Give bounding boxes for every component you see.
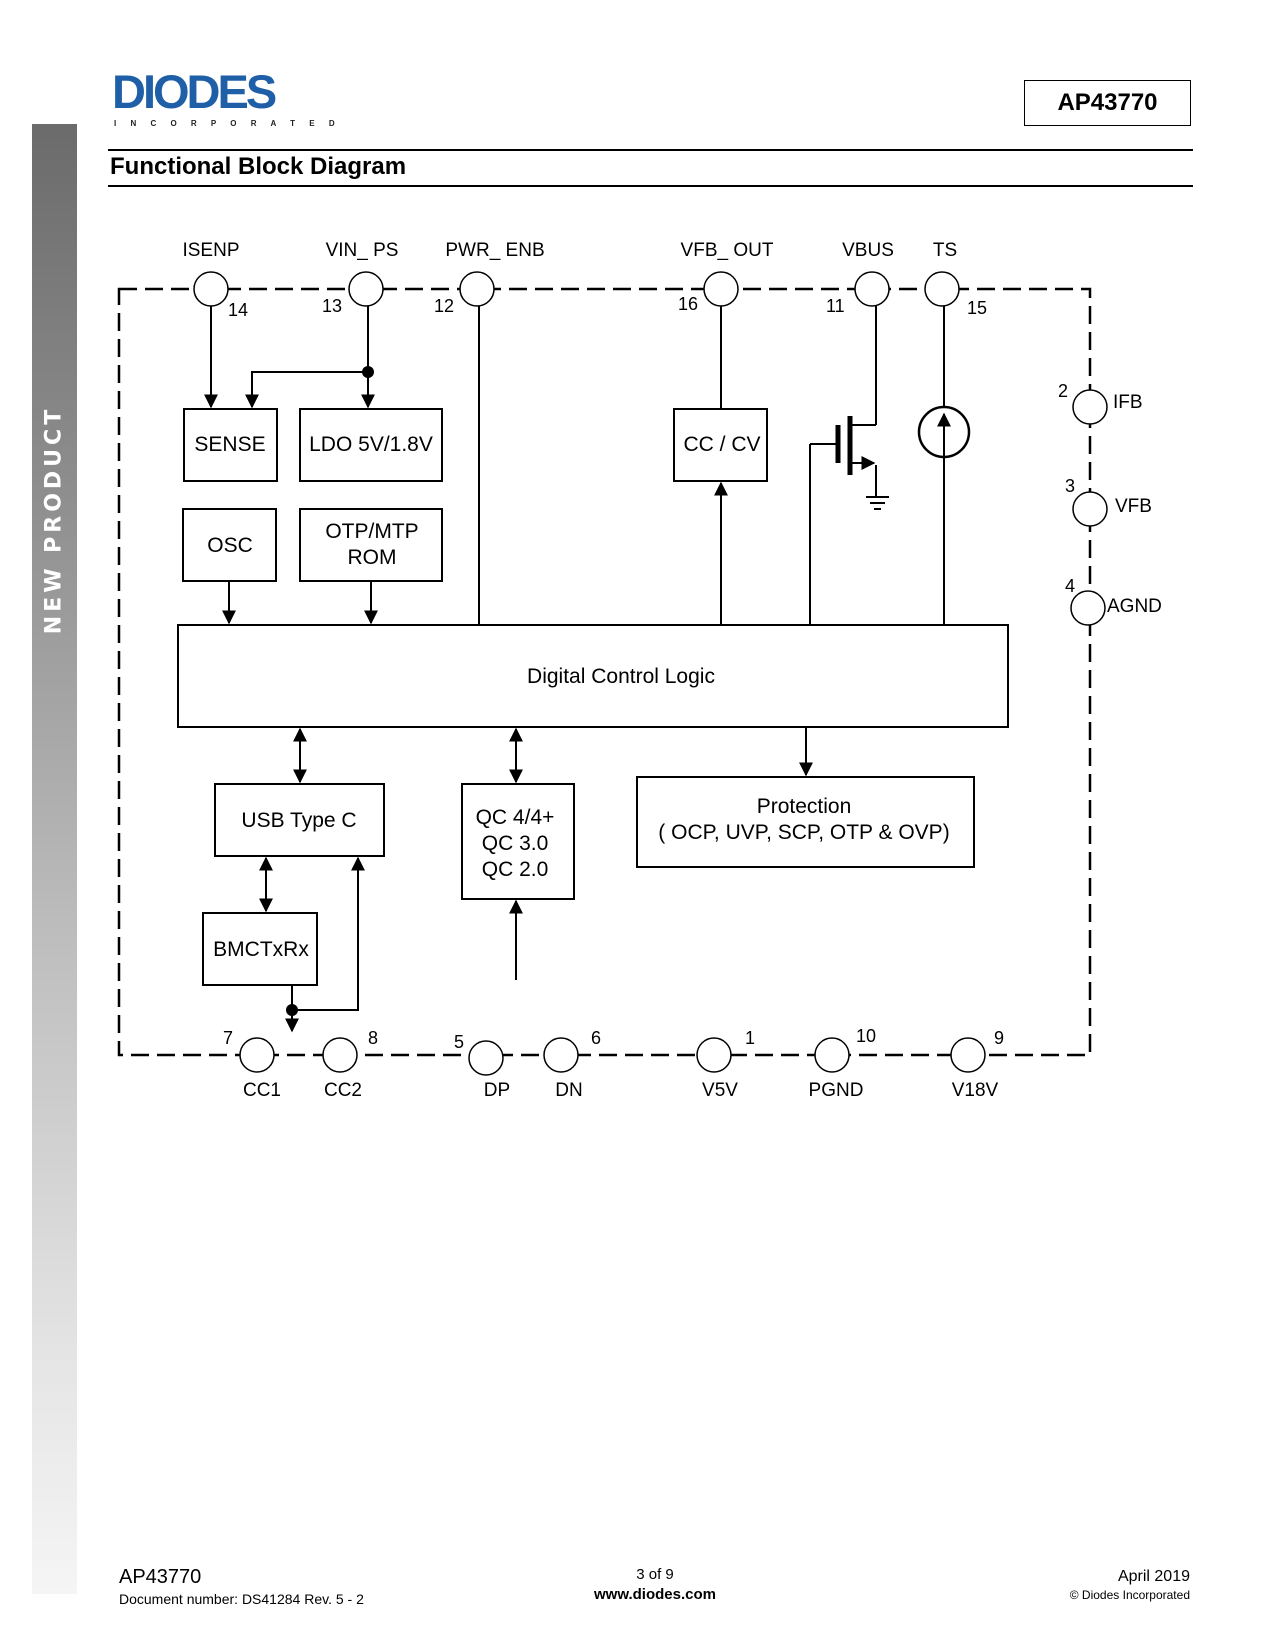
dcl-label: Digital Control Logic bbox=[527, 665, 715, 688]
pin-name: IFB bbox=[1113, 392, 1143, 413]
pin-vfb: VFB 3 bbox=[1065, 476, 1152, 527]
pin-vin-ps: VIN_ PS 13 bbox=[322, 240, 398, 316]
footer-copyright: © Diodes Incorporated bbox=[1069, 1588, 1190, 1602]
pin-number: 3 bbox=[1065, 476, 1075, 496]
protection-block bbox=[636, 776, 975, 868]
pin-name: VFB_ OUT bbox=[681, 240, 774, 261]
pin-number: 10 bbox=[856, 1026, 876, 1046]
pin-number: 15 bbox=[967, 298, 987, 318]
pin-number: 1 bbox=[745, 1028, 755, 1048]
pin-cc2: CC2 8 bbox=[322, 1028, 378, 1101]
pin-number: 9 bbox=[994, 1028, 1004, 1048]
pin-vfb-out: VFB_ OUT 16 bbox=[678, 240, 774, 314]
pin-name: DP bbox=[484, 1080, 510, 1101]
cccv-label: CC / CV bbox=[683, 433, 760, 456]
header-rule-bottom bbox=[108, 185, 1193, 187]
cccv-block bbox=[673, 408, 768, 482]
footer-doc-number: Document number: DS41284 Rev. 5 - 2 bbox=[119, 1591, 364, 1607]
footer-website-link[interactable]: www.diodes.com bbox=[594, 1586, 716, 1603]
current-source-icon bbox=[917, 405, 971, 459]
sense-label: SENSE bbox=[194, 433, 265, 456]
pin-number: 14 bbox=[228, 300, 248, 320]
ldo-label: LDO 5V/1.8V bbox=[309, 433, 433, 456]
pin-number: 2 bbox=[1058, 381, 1068, 401]
usb-label: USB Type C bbox=[241, 809, 356, 832]
footer-date: April 2019 bbox=[1117, 1568, 1190, 1585]
pin-name: CC1 bbox=[243, 1080, 281, 1101]
pin-name: VIN_ PS bbox=[326, 240, 399, 261]
usb-type-c-block bbox=[214, 783, 385, 857]
otp-label-line1: OTP/MTP bbox=[325, 520, 418, 543]
footer-left: AP43770 Document number: DS41284 Rev. 5 … bbox=[119, 1566, 364, 1607]
part-number-box: AP43770 bbox=[1024, 80, 1191, 126]
pin-name: CC2 bbox=[324, 1080, 362, 1101]
footer-center: 3 of 9 www.diodes.com bbox=[580, 1566, 730, 1603]
pin-name: V5V bbox=[702, 1080, 738, 1101]
pin-cc1: CC1 7 bbox=[223, 1028, 281, 1101]
pin-name: AGND bbox=[1107, 596, 1162, 617]
logo-wordmark: DIODES bbox=[112, 68, 276, 118]
part-number: AP43770 bbox=[1057, 89, 1158, 116]
qc-label-line3: QC 2.0 bbox=[482, 858, 549, 881]
side-banner bbox=[32, 124, 77, 1594]
qc-block bbox=[461, 783, 575, 900]
pin-ifb: IFB 2 bbox=[1058, 381, 1143, 425]
pin-name: V18V bbox=[952, 1080, 999, 1101]
pin-number: 16 bbox=[678, 294, 698, 314]
bmc-txrx-block bbox=[202, 912, 318, 986]
qc-label-line1: QC 4/4+ bbox=[476, 806, 555, 829]
osc-block bbox=[182, 508, 277, 582]
pin-dp: DP 5 bbox=[454, 1032, 510, 1101]
diodes-logo: DIODES I N C O R P O R A T E D bbox=[112, 68, 341, 128]
pin-vbus: VBUS 11 bbox=[826, 240, 894, 316]
footer-right: April 2019 © Diodes Incorporated bbox=[1070, 1568, 1190, 1602]
digital-control-logic-block bbox=[177, 624, 1009, 728]
protection-label-line2: ( OCP, UVP, SCP, OTP & OVP) bbox=[658, 821, 949, 844]
pin-dn: DN 6 bbox=[543, 1028, 601, 1101]
signal-wires bbox=[204, 306, 951, 1033]
pin-name: VBUS bbox=[842, 240, 894, 261]
pin-number: 7 bbox=[223, 1028, 233, 1048]
pin-agnd: AGND 4 bbox=[1065, 576, 1162, 626]
header-rule-top bbox=[108, 149, 1193, 151]
pin-number: 6 bbox=[591, 1028, 601, 1048]
pin-number: 8 bbox=[368, 1028, 378, 1048]
bmc-label: BMCTxRx bbox=[213, 938, 309, 961]
osc-label: OSC bbox=[207, 534, 253, 557]
pin-number: 11 bbox=[826, 296, 845, 316]
pin-name: PWR_ ENB bbox=[445, 240, 544, 261]
junction-dot bbox=[286, 1004, 298, 1016]
footer-product: AP43770 bbox=[119, 1566, 202, 1588]
pin-name: TS bbox=[933, 240, 957, 261]
pin-pwr-enb: PWR_ ENB 12 bbox=[434, 240, 545, 316]
pin-name: ISENP bbox=[182, 240, 239, 261]
protection-label-line1: Protection bbox=[757, 795, 852, 818]
logo-subtext: I N C O R P O R A T E D bbox=[114, 119, 341, 128]
ldo-block bbox=[299, 408, 443, 482]
pin-name: DN bbox=[555, 1080, 582, 1101]
otp-rom-block bbox=[299, 508, 443, 582]
otp-label-line2: ROM bbox=[348, 546, 397, 569]
pin-ts: TS 15 bbox=[924, 240, 987, 318]
pin-v18v: V18V 9 bbox=[950, 1028, 1004, 1101]
footer-page: 3 of 9 bbox=[636, 1566, 674, 1583]
pin-isenp: ISENP 14 bbox=[182, 240, 248, 320]
sense-block bbox=[183, 408, 278, 482]
pin-number: 4 bbox=[1065, 576, 1075, 596]
qc-label-line2: QC 3.0 bbox=[482, 832, 549, 855]
pin-number: 5 bbox=[454, 1032, 464, 1052]
junction-dot bbox=[362, 366, 374, 378]
pin-v5v: V5V 1 bbox=[696, 1028, 755, 1101]
pin-name: PGND bbox=[809, 1080, 864, 1101]
pin-number: 13 bbox=[322, 296, 342, 316]
mosfet-symbol bbox=[835, 416, 853, 475]
section-title: Functional Block Diagram bbox=[110, 153, 407, 180]
pin-pgnd: PGND 10 bbox=[809, 1026, 876, 1101]
pin-name: VFB bbox=[1115, 496, 1152, 517]
pin-number: 12 bbox=[434, 296, 454, 316]
